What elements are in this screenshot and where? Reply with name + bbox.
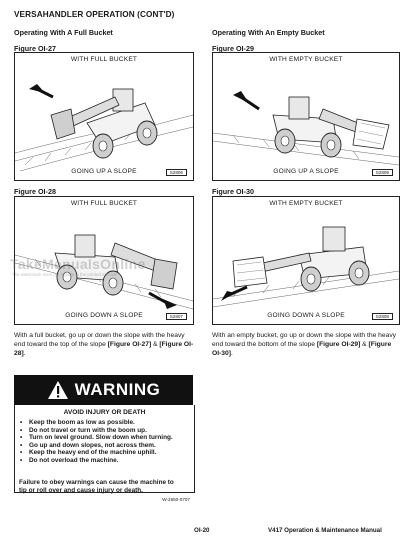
- figure-label: Figure OI-27: [14, 44, 56, 53]
- section-title: VERSAHANDLER OPERATION (CONT'D): [14, 10, 175, 19]
- figure-bottom-caption: GOING DOWN A SLOPE: [267, 312, 345, 319]
- watermark: TakeManualsOnline: [10, 256, 146, 272]
- paragraph-text: With an empty bucket, go up or down the …: [212, 332, 397, 348]
- figure-label: Figure OI-29: [212, 44, 254, 53]
- paragraph-joiner: &: [151, 341, 160, 348]
- watermark-subtext: The watermark does not appear in the pri…: [12, 272, 117, 277]
- warning-word: WARNING: [74, 380, 161, 399]
- figure-label: Figure OI-28: [14, 187, 56, 196]
- figure-bottom-caption: GOING DOWN A SLOPE: [65, 312, 143, 319]
- warning-item: Keep the boom as low as possible.: [19, 419, 173, 427]
- telehandler-full-bucket-downhill-illustration: [15, 234, 193, 310]
- warning-footer-line: tip or roll over and cause injury or dea…: [19, 487, 143, 494]
- figure-oi-27: WITH FULL BUCKET GOING UP A SLOPE S2806: [14, 52, 194, 181]
- warning-item: Do not overload the machine.: [19, 457, 173, 465]
- figure-top-caption: WITH FULL BUCKET: [70, 56, 138, 63]
- warning-item: Turn on level ground. Slow down when tur…: [19, 434, 173, 442]
- figure-code: S2808: [371, 313, 393, 320]
- right-column-heading: Operating With An Empty Bucket: [212, 28, 325, 37]
- figure-top-caption: WITH FULL BUCKET: [70, 200, 138, 207]
- paragraph-end: .: [23, 350, 26, 357]
- figure-oi-29: WITH EMPTY BUCKET GOING UP A SLOPE S2809: [212, 52, 400, 181]
- right-paragraph: With an empty bucket, go up or down the …: [212, 331, 400, 358]
- warning-list: Keep the boom as low as possible. Do not…: [19, 419, 173, 465]
- page-number: OI-20: [194, 527, 210, 534]
- warning-triangle-icon: [47, 381, 68, 399]
- telehandler-empty-bucket-uphill-illustration: [213, 91, 399, 166]
- figure-code: S2806: [165, 169, 187, 176]
- figure-code: S2809: [371, 169, 393, 176]
- figure-label: Figure OI-30: [212, 187, 254, 196]
- warning-footer-line: Failure to obey warnings can cause the m…: [19, 479, 174, 486]
- warning-code: W-2650-0707: [162, 497, 190, 502]
- figure-oi-28: WITH FULL BUCKET GOING DOWN A SLOPE S280…: [14, 196, 194, 325]
- figure-reference-link[interactable]: [Figure OI-29]: [316, 341, 361, 348]
- left-paragraph: With a full bucket, go up or down the sl…: [14, 331, 194, 358]
- figure-top-caption: WITH EMPTY BUCKET: [269, 56, 343, 63]
- figure-reference-link[interactable]: [Figure OI-27]: [107, 341, 152, 348]
- warning-banner: WARNING: [14, 375, 193, 405]
- figure-top-caption: WITH EMPTY BUCKET: [269, 200, 343, 207]
- paragraph-joiner: &: [360, 341, 369, 348]
- telehandler-empty-bucket-downhill-illustration: [213, 226, 399, 308]
- figure-reference-link[interactable]: [Figure OI-28]: [14, 341, 194, 357]
- figure-oi-30: WITH EMPTY BUCKET GOING DOWN A SLOPE S28…: [212, 196, 400, 325]
- manual-title: V417 Operation & Maintenance Manual: [268, 527, 382, 534]
- paragraph-text: With a full bucket, go up or down the sl…: [14, 332, 185, 348]
- figure-bottom-caption: GOING UP A SLOPE: [71, 168, 137, 175]
- warning-box: AVOID INJURY OR DEATH Keep the boom as l…: [14, 405, 195, 502]
- figure-reference-link[interactable]: [Figure OI-30]: [212, 341, 392, 357]
- warning-item: Go up and down slopes, not across them.: [19, 442, 173, 450]
- warning-item: Keep the heavy end of the machine uphill…: [19, 449, 173, 457]
- warning-heading: AVOID INJURY OR DEATH: [63, 409, 146, 416]
- figure-code: S2807: [165, 313, 187, 320]
- left-column-heading: Operating With A Full Bucket: [14, 28, 113, 37]
- telehandler-full-bucket-uphill-illustration: [15, 84, 193, 172]
- paragraph-end: .: [230, 350, 233, 357]
- warning-item: Do not travel or turn with the boom up.: [19, 427, 173, 435]
- figure-bottom-caption: GOING UP A SLOPE: [273, 168, 339, 175]
